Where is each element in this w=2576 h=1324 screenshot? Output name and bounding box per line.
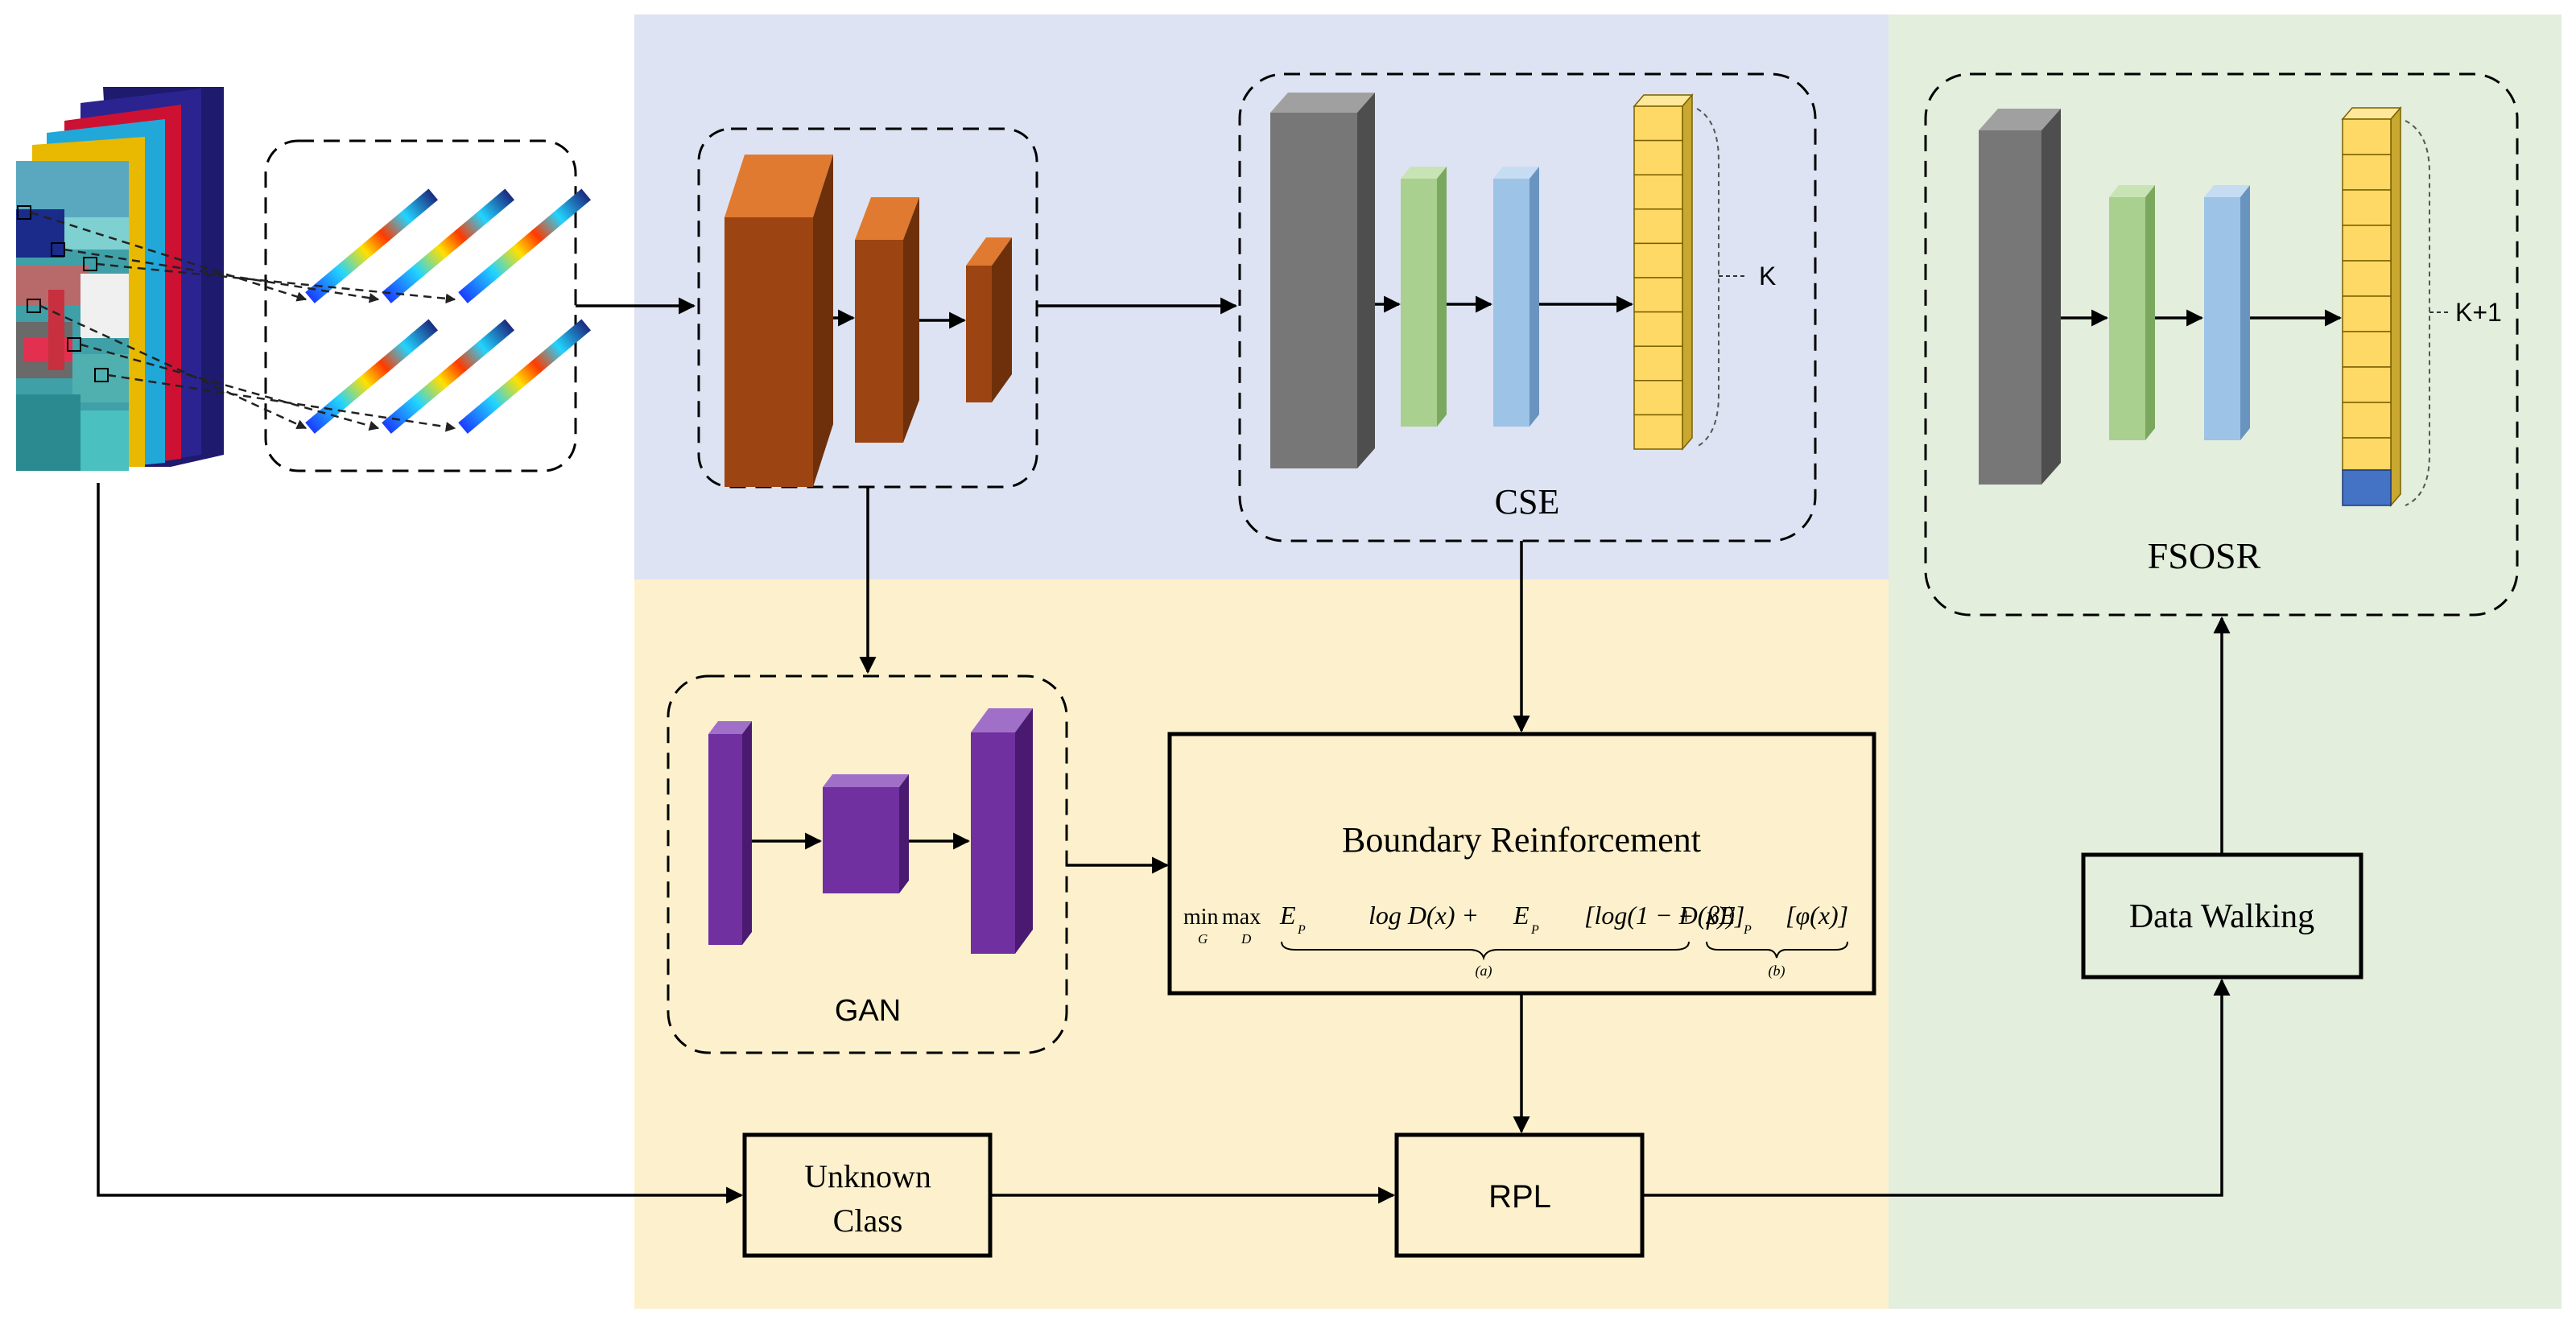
objective-formula: min G max D E P log D(x) + E P [log(1 − … (1183, 901, 1848, 980)
encoder-layer-3 (966, 237, 1012, 402)
arrow-image-to-unknown (97, 483, 744, 1204)
false-color-image (16, 161, 129, 471)
fsosr-k1-label: K+1 (2455, 298, 2502, 327)
formula-e1: E (1279, 901, 1296, 930)
encoder-layer-2 (855, 197, 919, 443)
fsosr-blue-layer (2204, 185, 2250, 440)
formula-term3: βE (1706, 901, 1736, 930)
formula-term2: [log(1 − D(x))] (1584, 901, 1744, 930)
formula-term3-body: [φ(x)] (1785, 901, 1848, 930)
formula-term1: log D(x) + (1368, 901, 1479, 930)
formula-e3-sub: P (1743, 923, 1752, 937)
fsosr-label: FSOSR (2148, 535, 2261, 576)
boundary-reinforcement-title: Boundary Reinforcement (1342, 820, 1701, 860)
fsosr-output-vector (2341, 105, 2402, 508)
formula-e2: E (1513, 901, 1530, 930)
cse-k-bracket (1696, 108, 1719, 448)
gan-layer-3 (971, 708, 1033, 954)
unknown-class-cell (2342, 469, 2392, 506)
cse-box (1238, 72, 1817, 542)
hyperspectral-cube (16, 87, 224, 471)
rpl-label: RPL (1488, 1179, 1551, 1215)
patch-extraction-box (264, 139, 577, 472)
formula-brace-a (1281, 941, 1690, 961)
formula-min: min (1183, 905, 1219, 930)
cse-blue-layer (1493, 167, 1539, 427)
unknown-class-label-line2: Class (833, 1202, 903, 1239)
formula-max-sub: D (1241, 931, 1252, 947)
cse-label: CSE (1495, 482, 1560, 522)
gan-label: GAN (835, 994, 901, 1028)
unknown-class-label-line1: Unknown (804, 1158, 931, 1194)
spectral-patches (305, 188, 591, 434)
gan-layer-1 (708, 721, 752, 945)
data-walking-label: Data Walking (2129, 898, 2314, 935)
formula-brace-b (1706, 941, 1848, 959)
cse-k-label: K (1759, 262, 1776, 291)
data-walking-box (2081, 852, 2363, 980)
fsosr-gray-layer (1979, 109, 2061, 485)
fsosr-box (1924, 72, 2519, 617)
formula-brace-a-label: (a) (1476, 963, 1492, 980)
flow-arrows (97, 295, 2343, 1204)
encoder-layer-1 (724, 155, 833, 487)
formula-brace-b-label: (b) (1769, 963, 1785, 980)
formula-e2-sub: P (1530, 923, 1539, 937)
formula-max: max (1222, 905, 1261, 930)
cse-output-vector (1633, 93, 1694, 452)
formula-plus: + (1679, 903, 1693, 930)
cse-green-layer (1401, 167, 1447, 427)
boundary-reinforcement-box (1167, 732, 1876, 996)
patch-sampling-arrows (30, 211, 456, 432)
arrow-rpl-to-data-walking (1642, 978, 2231, 1197)
fsosr-green-layer (2109, 185, 2155, 440)
formula-e1-sub: P (1297, 923, 1306, 937)
unknown-class-box (742, 1132, 993, 1258)
gan-layer-2 (823, 774, 909, 893)
formula-min-sub: G (1198, 931, 1208, 947)
cse-gray-layer (1270, 93, 1375, 468)
